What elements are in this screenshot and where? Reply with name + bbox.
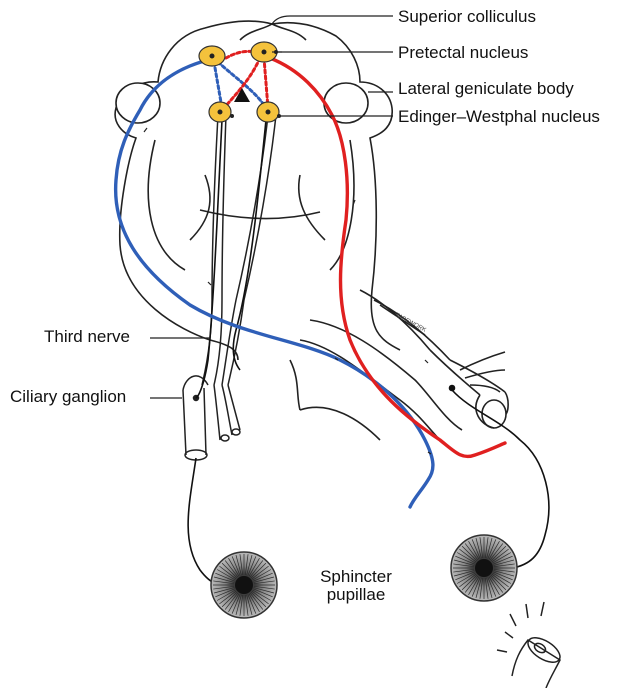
label-pretectal-nucleus: Pretectal nucleus — [398, 44, 528, 62]
efferent-fibers — [188, 120, 549, 586]
lateral-geniculate-right — [324, 83, 368, 123]
stamp-text: TAPEWORK — [394, 312, 427, 333]
label-superior-colliculus: Superior colliculus — [398, 8, 536, 26]
label-sphincter: Sphincter — [318, 568, 394, 586]
direction-arrows — [144, 128, 431, 454]
flashlight-icon — [497, 602, 564, 688]
label-third-nerve: Third nerve — [44, 328, 130, 346]
label-ciliary-ganglion: Ciliary ganglion — [10, 388, 126, 406]
leader-lines — [150, 16, 393, 398]
label-pupillae: pupillae — [318, 586, 394, 604]
ciliary-ganglion — [183, 376, 208, 460]
third-nerve-bundle — [202, 115, 276, 441]
label-lateral-geniculate-body: Lateral geniculate body — [398, 80, 574, 98]
label-edinger-westphal-nucleus: Edinger–Westphal nucleus — [398, 108, 600, 126]
